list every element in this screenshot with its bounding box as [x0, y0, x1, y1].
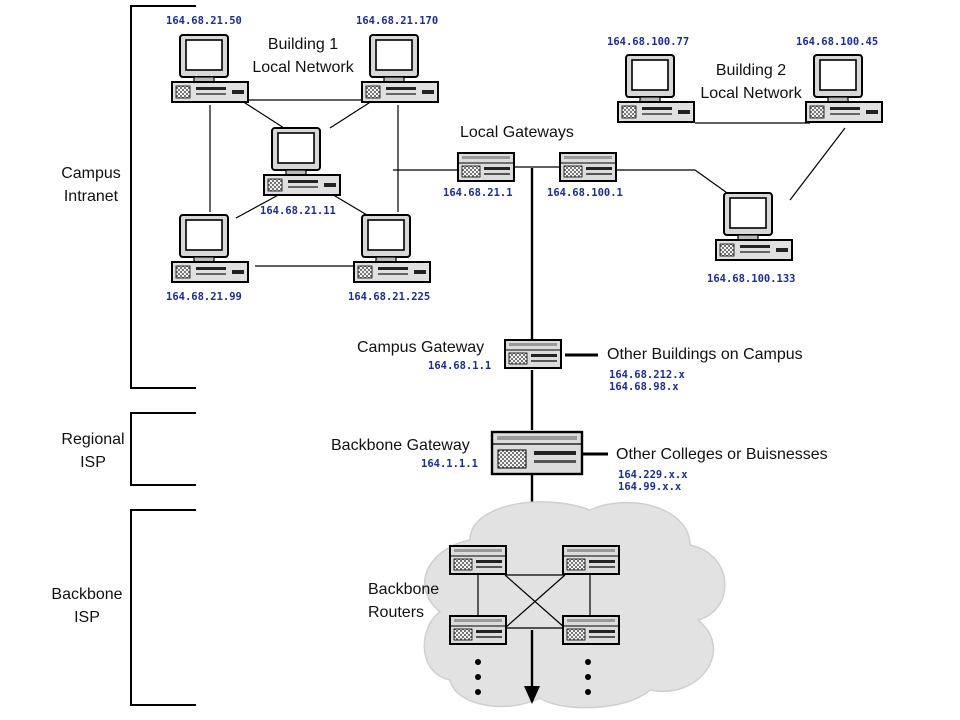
backbone-cloud — [423, 501, 726, 709]
section-backbone-isp: Backbone ISP — [32, 583, 142, 629]
section-regional-text: Regional ISP — [61, 431, 125, 471]
backbone-router-br[interactable] — [562, 615, 620, 645]
label-other-colleges: Other Colleges or Buisnesses — [616, 446, 828, 463]
label-backbone-routers: Backbone Routers — [368, 581, 440, 621]
label-local-gateways: Local Gateways — [460, 124, 574, 141]
backbone-router-bl[interactable] — [449, 615, 507, 645]
backbone-router-tr[interactable] — [562, 545, 620, 575]
computer-b2-left[interactable] — [617, 54, 695, 123]
router-local-gateway-1[interactable] — [457, 152, 515, 182]
ip-b1-bottom-left: 164.68.21.99 — [166, 291, 242, 303]
ip-b1-center: 164.68.21.11 — [260, 205, 336, 217]
section-regional-isp: Regional ISP — [38, 428, 148, 474]
label-building2: Building 2 Local Network — [700, 62, 802, 102]
ip-other-buildings-2: 164.68.98.x — [609, 381, 679, 393]
ip-b1-bottom-right: 164.68.21.225 — [348, 291, 431, 303]
ip-backbone-gateway: 164.1.1.1 — [421, 458, 478, 470]
ip-b2-left: 164.68.100.77 — [607, 36, 690, 48]
label-other-buildings: Other Buildings on Campus — [607, 346, 803, 363]
computer-b1-bottom-right[interactable] — [353, 214, 431, 283]
ip-other-colleges-1: 164.229.x.x — [618, 469, 688, 481]
computer-b1-center[interactable] — [263, 127, 341, 196]
ip-b2-bottom: 164.68.100.133 — [707, 273, 796, 285]
backbone-mesh — [477, 574, 591, 629]
ip-other-colleges-2: 164.99.x.x — [618, 481, 682, 493]
trunk-links — [514, 166, 608, 525]
ip-local-gateway-1: 164.68.21.1 — [443, 187, 513, 199]
computer-b2-right[interactable] — [805, 54, 883, 123]
building2-links — [614, 122, 846, 201]
label-backbone-gateway: Backbone Gateway — [331, 437, 470, 454]
section-brackets — [130, 5, 196, 706]
router-campus-gateway[interactable] — [504, 339, 562, 369]
section-backbone-text: Backbone ISP — [51, 586, 123, 626]
backbone-router-tl[interactable] — [449, 545, 507, 575]
router-backbone-gateway[interactable] — [490, 430, 584, 476]
label-building1: Building 1 Local Network — [252, 36, 354, 76]
ip-b1-top-right: 164.68.21.170 — [356, 15, 439, 27]
continuation-dots — [475, 659, 591, 695]
ip-local-gateway-2: 164.68.100.1 — [547, 187, 623, 199]
label-campus-gateway: Campus Gateway — [357, 339, 485, 356]
router-local-gateway-2[interactable] — [559, 152, 617, 182]
ip-b2-right: 164.68.100.45 — [796, 36, 879, 48]
computer-b1-bottom-left[interactable] — [171, 214, 249, 283]
section-campus-text: Campus Intranet — [61, 165, 121, 205]
building1-links — [209, 99, 458, 267]
ip-other-buildings-1: 164.68.212.x — [609, 369, 685, 381]
section-campus-intranet: Campus Intranet — [36, 162, 146, 208]
trunk-arrow-bottom — [524, 686, 540, 704]
ip-campus-gateway: 164.68.1.1 — [428, 360, 492, 372]
ip-b1-top-left: 164.68.21.50 — [166, 15, 242, 27]
computer-b1-top-right[interactable] — [361, 34, 439, 103]
computer-b1-top-left[interactable] — [171, 34, 249, 103]
computer-b2-bottom[interactable] — [715, 192, 793, 261]
